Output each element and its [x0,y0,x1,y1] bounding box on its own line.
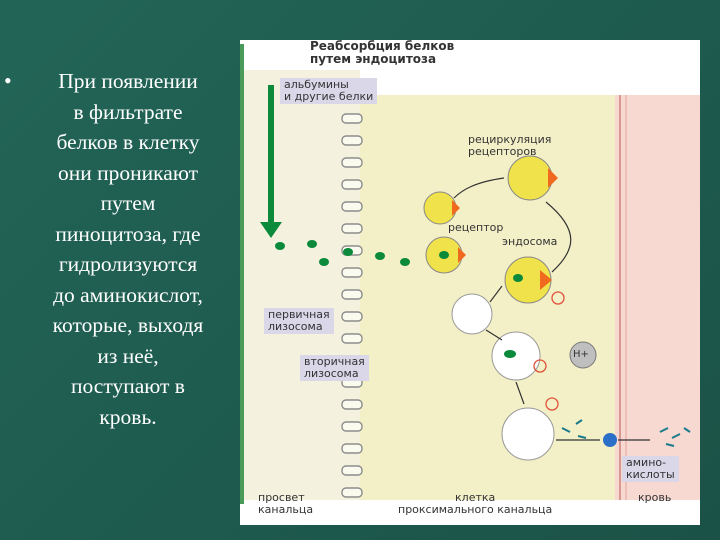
figure-title: Реабсорбция белков путем эндоцитоза [310,40,454,66]
bullet-line: из неё, [97,343,159,368]
endocytosis-figure: Реабсорбция белков путем эндоцитоза альб… [240,40,700,525]
label-recycle: рециркуляция рецепторов [468,134,551,158]
bullet-line: они проникают [58,160,198,185]
label-receptor: рецептор [448,222,503,234]
label-secondary-lysosome: вторичная лизосома [300,355,369,381]
bullet-line: кровь. [99,404,157,429]
label-text: первичная [268,308,330,321]
label-text: кровь [638,491,672,504]
lumen-area [240,70,360,500]
label-cell: клетка проксимального канальца [398,492,552,516]
bullet-line: до аминокислот, [53,282,203,307]
vesicle-endosome [504,256,552,304]
vesicle-endosome-small [425,236,466,274]
label-text: альбумины [284,78,349,91]
label-text: рецепторов [468,145,537,158]
bullet-line: путем [100,191,156,215]
cell-body [360,95,615,500]
bullet-marker: • [4,68,12,93]
label-hplus: H+ [573,349,589,361]
digesting-vesicle [501,407,555,461]
label-albumin: альбумины и другие белки [280,78,378,104]
pathway-arrows [453,177,650,441]
vesicle-recycling [507,155,558,201]
label-blood: кровь [638,492,671,504]
label-text: и другие белки [284,90,374,103]
label-text: эндосома [502,235,558,248]
label-text: канальца [258,503,314,516]
diagram-svg [240,44,700,504]
secondary-lysosome-vesicle [491,331,541,381]
figure-title-line: путем эндоцитоза [310,52,437,66]
bullet-line: в фильтрате [73,99,183,124]
figure-border [240,44,244,504]
hplus-ball [569,341,597,369]
bullet-line: гидролизуются [58,252,198,276]
vesicle-receptor [423,191,460,225]
amino-acid-fragments [561,419,691,447]
label-text: амино- [626,456,667,469]
label-lumen: просвет канальца [258,492,313,516]
bullet-line: При появлении [58,69,198,93]
bullet-text: При появлении в фильтрате белков в клетк… [10,66,246,432]
label-text: кислоты [626,468,675,481]
label-text: вторичная [304,355,365,368]
bullet-line: которые, выходя [52,313,204,337]
bullet-line: белков в клетку [56,130,200,154]
label-text: H+ [573,349,589,360]
basal-membrane [615,95,700,500]
label-endosome: эндосома [502,236,557,248]
label-text: клетка [455,491,496,504]
amino-transport-dot [603,433,617,447]
label-primary-lysosome: первичная лизосома [264,308,334,334]
label-amino-acids: амино- кислоты [622,456,679,482]
label-text: рецептор [448,221,504,234]
label-text: просвет [258,491,305,504]
filtrate-arrow [260,85,282,238]
figure-title-line: Реабсорбция белков [310,40,455,53]
protein-dots [275,240,410,266]
enzyme-stars [533,291,565,411]
label-text: лизосома [268,320,323,333]
label-text: рециркуляция [468,133,552,146]
bullet-line: поступают в [71,374,185,398]
label-text: проксимального канальца [398,503,553,516]
label-text: лизосома [304,367,359,380]
primary-lysosome-vesicle [451,293,493,335]
bullet-line: пиноцитоза, где [55,221,201,246]
